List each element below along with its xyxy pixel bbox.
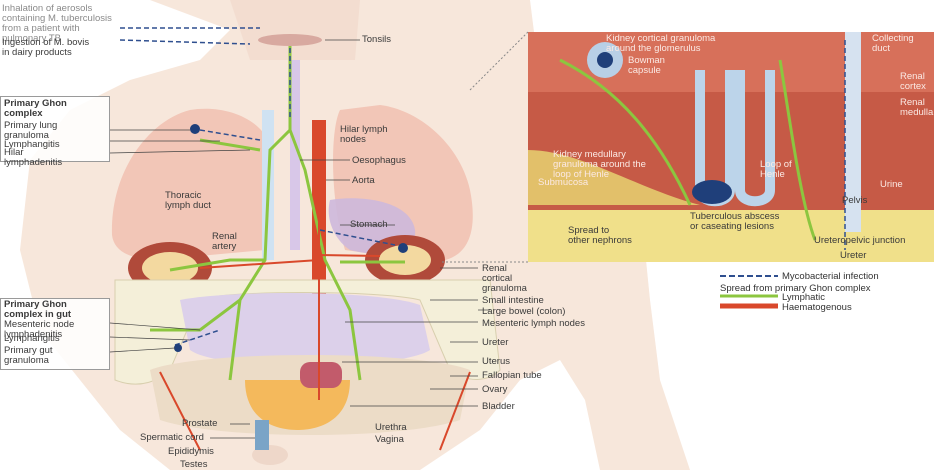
- stomach-label: Stomach: [350, 220, 388, 230]
- small-intestine-label: Small intestine: [482, 296, 544, 306]
- oesophagus-label: Oesophagus: [352, 156, 406, 166]
- testes-label: Testes: [180, 460, 207, 470]
- urine-label: Urine: [880, 180, 903, 190]
- uterus: [300, 362, 342, 388]
- ureter-label: Ureter: [482, 338, 508, 348]
- pelvis-label: Pelvis: [842, 196, 867, 206]
- submucosa-label: Submucosa: [538, 178, 588, 188]
- primary-gut-granuloma: [174, 344, 182, 352]
- ovary-label: Ovary: [482, 385, 507, 395]
- renal-granuloma: [398, 243, 408, 253]
- aorta-label: Aorta: [352, 176, 375, 186]
- urethra-label: Urethra: [375, 423, 407, 433]
- uterus-label: Uterus: [482, 357, 510, 367]
- legend: Mycobacterial infection Spread from prim…: [716, 268, 934, 318]
- lymphangitis-gut-label: Lymphangitis: [4, 334, 60, 344]
- inset-ureter-label: Ureter: [840, 251, 866, 261]
- bladder-label: Bladder: [482, 402, 515, 412]
- vagina-label: Vagina: [375, 435, 404, 445]
- neck: [230, 0, 360, 60]
- spermatic-cord-shape: [255, 420, 269, 450]
- epididymis-label: Epididymis: [168, 447, 214, 457]
- prostate-label: Prostate: [182, 419, 217, 429]
- tonsils: [258, 34, 322, 46]
- mesenteric-lymph-nodes-label: Mesenteric lymph nodes: [482, 319, 585, 329]
- legend-infection-text: Mycobacterial infection: [782, 271, 879, 282]
- ureteropelvic-label: Ureteropelvic junction: [814, 236, 905, 246]
- small-intestine: [180, 293, 430, 366]
- legend-haematogenous-text: Haematogenous: [782, 302, 852, 313]
- fallopian-tube-label: Fallopian tube: [482, 371, 542, 381]
- primary-lung-granuloma: [190, 124, 200, 134]
- spermatic-cord-label: Spermatic cord: [140, 433, 204, 443]
- large-bowel-label: Large bowel (colon): [482, 307, 565, 317]
- tonsils-label: Tonsils: [362, 35, 391, 45]
